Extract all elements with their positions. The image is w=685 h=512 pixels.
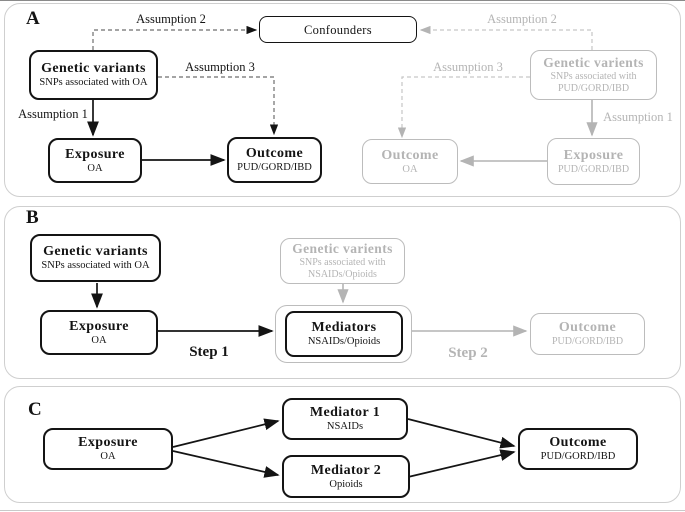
arrow-assumption3-right — [397, 76, 530, 139]
mediators-outer-node: Mediators NSAIDs/Opioids — [275, 305, 412, 363]
confounders-title: Confounders — [304, 22, 372, 37]
genetic-variants-oa-node-b: Genetic variants SNPs associated with OA — [30, 234, 161, 282]
genetic-varients-med-subtitle2: NSAIDs/Opioids — [308, 269, 377, 280]
exposure-pud-title: Exposure — [563, 147, 624, 163]
outcome-title: Outcome — [245, 146, 304, 161]
outcome-pud-node-b: Outcome PUD/GORD/IBD — [530, 313, 645, 355]
outcome-subtitle-c: PUD/GORD/IBD — [540, 451, 616, 462]
mediators-title: Mediators — [311, 320, 377, 335]
assumption3-label-right: Assumption 3 — [433, 60, 503, 74]
mediator1-node: Mediator 1 NSAIDs — [282, 398, 408, 440]
genetic-varients-pud-subtitle1: SNPs associated with — [550, 71, 637, 82]
exposure-oa-node-a: Exposure OA — [48, 138, 142, 183]
exposure-pud-node-a: Exposure PUD/GORD/IBD — [547, 138, 640, 185]
mediator2-title: Mediator 2 — [310, 462, 382, 478]
genetic-varients-med-title: Genetic varients — [292, 241, 393, 256]
exposure-subtitle-c: OA — [100, 451, 116, 462]
figure-top-rule — [0, 0, 685, 1]
exposure-subtitle: OA — [87, 162, 103, 174]
assumption2-label-left: Assumption 2 — [136, 12, 206, 26]
outcome-oa-node-a: Outcome OA — [362, 139, 458, 184]
mediators-subtitle: NSAIDs/Opioids — [307, 336, 381, 347]
outcome-oa-subtitle: OA — [402, 163, 418, 175]
genetic-variants-oa-node-a: Genetic variants SNPs associated with OA — [29, 50, 158, 100]
assumption3-label-left: Assumption 3 — [185, 60, 255, 74]
assumption1-label-left: Assumption 1 — [18, 107, 88, 121]
arrow-assumption3-left — [158, 76, 279, 136]
exposure-title: Exposure — [65, 146, 125, 162]
mediators-inner-node: Mediators NSAIDs/Opioids — [285, 311, 403, 357]
genetic-variants-oa-title: Genetic variants — [41, 61, 146, 76]
mediator2-node: Mediator 2 Opioids — [282, 455, 410, 498]
genetic-varients-pud-subtitle2: PUD/GORD/IBD — [557, 83, 630, 94]
exposure-title-b: Exposure — [69, 318, 129, 334]
arrow-mediator1-to-outcome — [407, 418, 516, 449]
panel-c-label: C — [28, 399, 42, 420]
outcome-pud-node-a: Outcome PUD/GORD/IBD — [227, 137, 322, 183]
mediator1-subtitle: NSAIDs — [326, 421, 364, 432]
exposure-oa-node-b: Exposure OA — [40, 310, 158, 355]
panel-a-label: A — [26, 8, 40, 29]
step2-label: Step 2 — [448, 345, 488, 361]
mediator2-subtitle: Opioids — [329, 478, 363, 490]
exposure-oa-node-c: Exposure OA — [43, 428, 173, 470]
outcome-title-c: Outcome — [549, 435, 607, 450]
genetic-varients-mediator-node-b: Genetic varients SNPs associated with NS… — [280, 238, 405, 284]
outcome-pud-node-c: Outcome PUD/GORD/IBD — [518, 428, 638, 470]
outcome-subtitle: PUD/GORD/IBD — [237, 162, 312, 173]
outcome-oa-title: Outcome — [381, 147, 439, 163]
assumption1-label-right: Assumption 1 — [603, 110, 673, 124]
figure-bottom-rule — [0, 510, 685, 511]
assumption2-label-right: Assumption 2 — [487, 12, 557, 26]
genetic-variants-oa-subtitle: SNPs associated with OA — [39, 77, 148, 88]
genetic-variants-oa-title-b: Genetic variants — [43, 244, 148, 259]
arrow-exposure-to-mediator1 — [172, 418, 280, 448]
genetic-variants-oa-subtitle-b: SNPs associated with OA — [41, 260, 150, 271]
genetic-varients-pud-title: Genetic varients — [543, 55, 644, 70]
exposure-pud-subtitle: PUD/GORD/IBD — [557, 163, 630, 175]
genetic-varients-med-subtitle1: SNPs associated with — [299, 257, 386, 268]
outcome-title-b: Outcome — [558, 320, 617, 335]
exposure-subtitle-b: OA — [91, 334, 107, 346]
genetic-varients-pud-node-a: Genetic varients SNPs associated with PU… — [530, 50, 657, 100]
mediator1-title: Mediator 1 — [309, 405, 381, 420]
arrow-assumption2-left — [92, 25, 258, 50]
arrow-assumption2-right — [419, 25, 593, 50]
exposure-title-c: Exposure — [78, 435, 138, 450]
arrow-mediator2-to-outcome — [407, 449, 516, 478]
panel-b-label: B — [26, 207, 39, 228]
confounders-node: Confounders — [259, 16, 417, 43]
arrow-exposure-to-mediator2 — [172, 450, 280, 478]
outcome-subtitle-b: PUD/GORD/IBD — [551, 336, 624, 347]
step1-label: Step 1 — [189, 344, 229, 360]
